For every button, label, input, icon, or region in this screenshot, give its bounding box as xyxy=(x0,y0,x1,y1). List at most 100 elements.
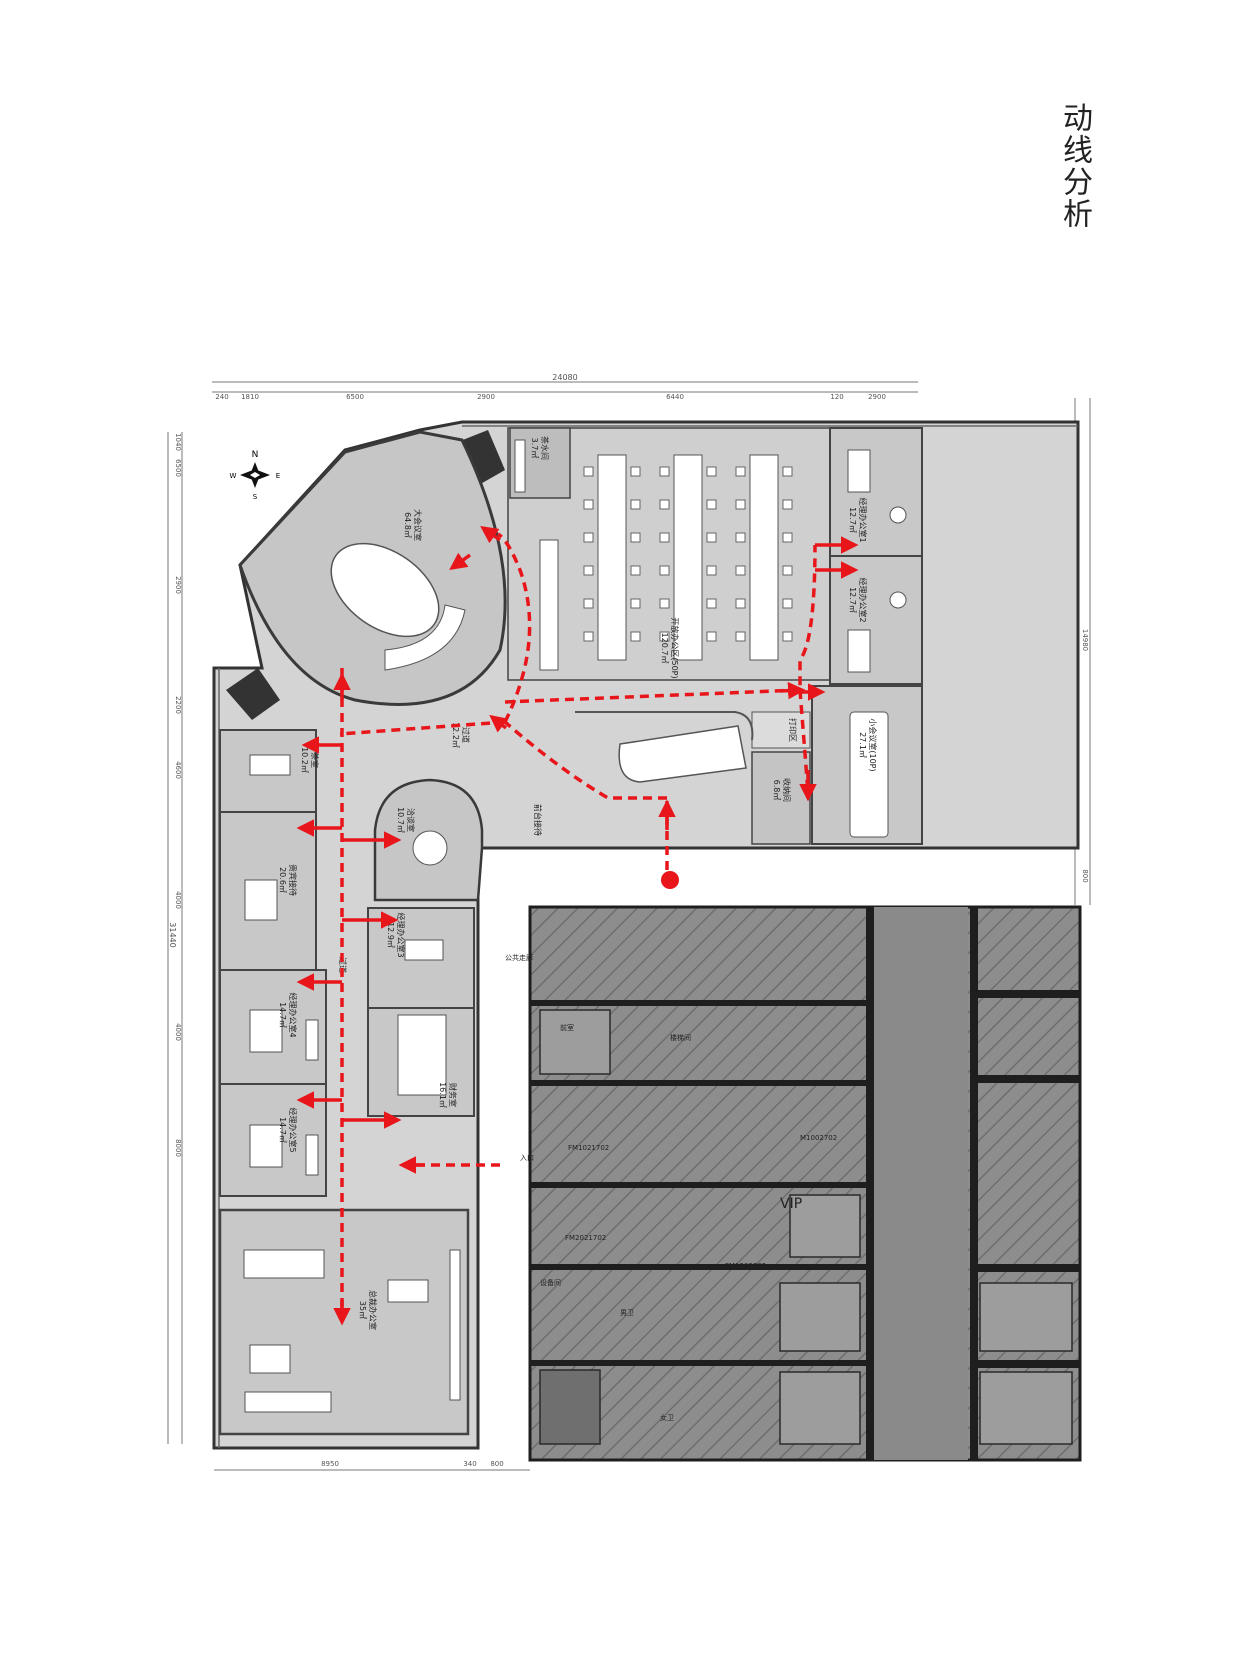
room-name: 贵宾接待 xyxy=(288,864,298,896)
left-dimension-label: 4000 xyxy=(174,891,182,909)
page-title: 动线分析 xyxy=(1057,102,1092,230)
print-counter xyxy=(751,711,811,749)
left-dimension-label: 8000 xyxy=(174,1139,182,1157)
left-dimension-label: 2200 xyxy=(174,696,182,714)
office-chair xyxy=(782,631,793,642)
office-chair xyxy=(659,565,670,576)
office-chair xyxy=(735,466,746,477)
left-room-furniture xyxy=(243,754,461,1413)
compass-e: E xyxy=(276,472,280,480)
pantry-counter xyxy=(514,439,526,493)
room-area: 14.7㎡ xyxy=(278,1002,287,1028)
room-name: 经理办公室5 xyxy=(288,1107,298,1152)
left-dimension-label: 2900 xyxy=(174,576,182,594)
plant-1 xyxy=(889,506,907,524)
office-chair xyxy=(706,565,717,576)
office-chair xyxy=(583,631,594,642)
office-chair xyxy=(735,565,746,576)
top-dimension-label: 6440 xyxy=(666,393,684,401)
office-chair xyxy=(659,532,670,543)
right-dimension-label: 800 xyxy=(1081,869,1089,882)
room-area: 14.7㎡ xyxy=(278,1117,287,1143)
room-name: 收纳间 xyxy=(782,778,792,802)
core-label: FM1021702 xyxy=(568,1144,609,1152)
room-area: 20.6㎡ xyxy=(278,867,287,893)
core-walls xyxy=(530,907,1080,1460)
room-area: 12.7㎡ xyxy=(848,587,857,613)
left-dimension-label: 4600 xyxy=(174,761,182,779)
office-chair xyxy=(583,532,594,543)
office-chair xyxy=(706,499,717,510)
room-area: 12.2㎡ xyxy=(451,722,460,748)
shaft-left xyxy=(226,668,280,720)
room-name: 茶水间 xyxy=(540,436,550,460)
room-name: 前台接待 xyxy=(533,804,543,836)
core-label: 女卫 xyxy=(660,1413,674,1422)
small-meeting-table xyxy=(849,711,889,838)
core-rooms xyxy=(539,1009,1073,1445)
manager-office-2-room xyxy=(829,555,923,685)
reception-wall xyxy=(575,711,754,741)
room-area: 16.1㎡ xyxy=(438,1082,447,1108)
room-name: 过道 xyxy=(338,957,348,973)
office-chair xyxy=(583,499,594,510)
office-chair xyxy=(630,598,641,609)
office-chair xyxy=(630,532,641,543)
top-dimension-label: 6500 xyxy=(346,393,364,401)
negotiation-table xyxy=(412,830,448,866)
room-label-reception: 前台接待 xyxy=(533,804,543,836)
office-chair xyxy=(782,499,793,510)
room-name: 洽谈室 xyxy=(406,808,416,832)
room-area: 10.7㎡ xyxy=(396,807,405,833)
room-area: 12.7㎡ xyxy=(848,507,857,533)
bottom-dimension-label: 8950 xyxy=(321,1460,339,1468)
room-name: 过道 xyxy=(461,727,471,743)
room-area: 10.2㎡ xyxy=(300,747,309,773)
room-name: 经理办公室2 xyxy=(858,577,868,622)
core-label: 楼梯间 xyxy=(670,1033,691,1042)
compass-rose: N S W E xyxy=(230,450,281,501)
office-chair xyxy=(782,598,793,609)
meeting-table xyxy=(330,542,440,638)
core-label: M1002702 xyxy=(800,1134,837,1142)
flow-arrows xyxy=(296,525,859,1326)
room-name: 小会议室(10P) xyxy=(868,718,878,771)
room-name: 大会议室 xyxy=(413,509,423,541)
core-label: 公共走廊 xyxy=(505,953,533,962)
office-chair xyxy=(630,565,641,576)
top-dimension-label: 2900 xyxy=(477,393,495,401)
compass-n: N xyxy=(252,450,259,460)
room-area: 64.8㎡ xyxy=(403,512,412,538)
office-chair xyxy=(735,532,746,543)
office-chair xyxy=(659,499,670,510)
manager-desk-1 xyxy=(847,449,871,493)
left-dimension-label: 6500 xyxy=(174,459,182,477)
core-label: FM1202702 xyxy=(725,1262,766,1270)
desk-rows xyxy=(583,454,793,661)
core-labels: VIPM1002702FM1021702FM2021702FM1202702公共… xyxy=(505,953,837,1422)
bottom-dimension-label: 340 xyxy=(463,1460,476,1468)
room-name: 茶室 xyxy=(310,752,320,768)
room-labels: 大会议室64.8㎡开放办公区(50P)120.7㎡茶水间3.7㎡经理办公室112… xyxy=(278,436,878,1330)
room-name: 财务室 xyxy=(448,1083,458,1107)
reception-desk xyxy=(618,725,747,783)
left-dimension-label: 4000 xyxy=(174,1023,182,1041)
office-chair xyxy=(583,598,594,609)
room-area: 12.9㎡ xyxy=(386,922,395,948)
room-name: 经理办公室4 xyxy=(288,992,298,1037)
core-label: FM2021702 xyxy=(565,1234,606,1242)
room-label-printing: 打印区 xyxy=(788,718,798,742)
office-chair xyxy=(630,631,641,642)
core-label: 男卫 xyxy=(620,1309,634,1317)
